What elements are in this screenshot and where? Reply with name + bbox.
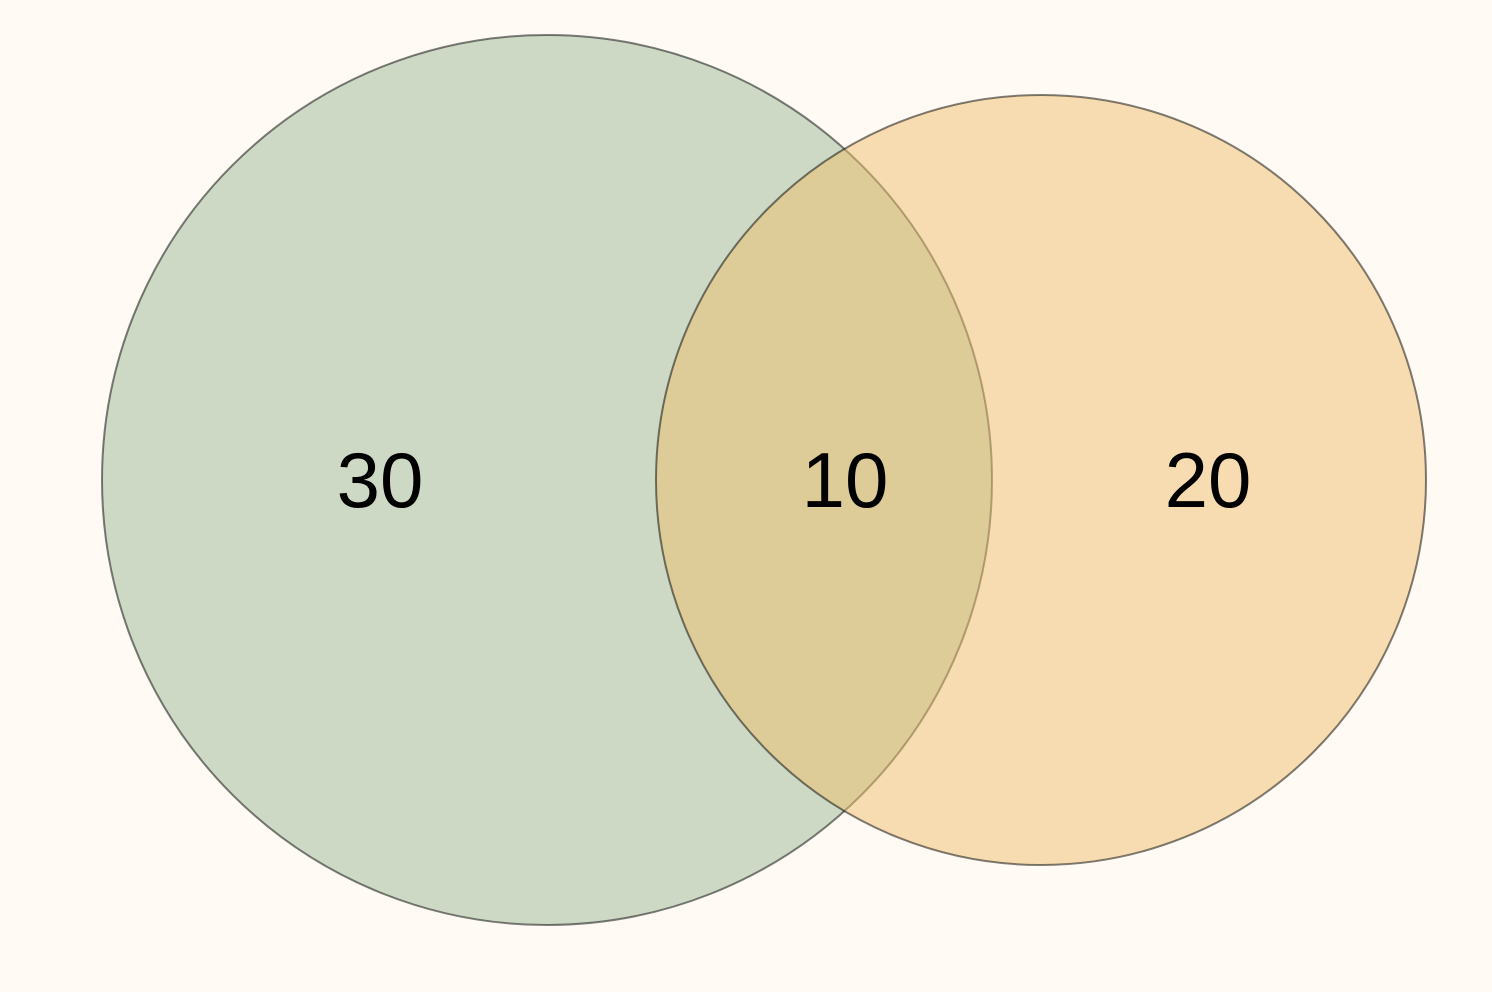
region-only-b-label: 20 [1165,436,1252,524]
set-b-circle [655,94,1427,866]
region-only-a-label: 30 [337,436,424,524]
region-intersection-label: 10 [802,436,889,524]
